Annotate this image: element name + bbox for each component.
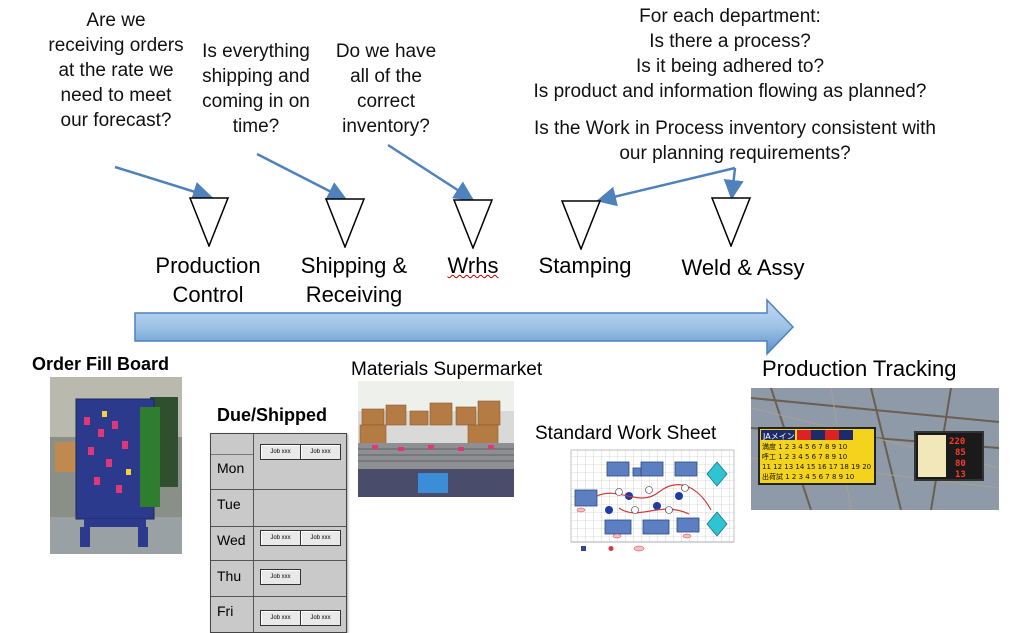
job-card: Job xxx (260, 610, 301, 626)
triangle-marker (561, 200, 601, 250)
dept-wrhs: Wrhs (440, 251, 506, 280)
day-label: Fri (217, 603, 234, 619)
caption-due-shipped: Due/Shipped (217, 405, 328, 425)
job-card: Job xxx (260, 444, 301, 460)
connector-arrow (723, 167, 744, 200)
flow-arrow (134, 298, 795, 356)
tracking-number: 13 (955, 470, 966, 480)
job-card: Job xxx (260, 569, 301, 585)
dept-line: Receiving (305, 282, 403, 307)
caption-materials-supermarket: Materials Supermarket (351, 359, 543, 380)
tracking-board-row: 呼工 1 2 3 4 5 6 7 8 9 10 (762, 452, 847, 461)
dept-line: Shipping & (300, 253, 408, 278)
connector-arrow (114, 165, 213, 202)
triangle-marker (189, 197, 229, 247)
day-label: Mon (217, 460, 245, 476)
triangle-marker (453, 199, 493, 249)
question-line: Is it being adhered to? (635, 56, 825, 77)
board-divider (211, 489, 346, 490)
dept-stamping: Stamping (538, 253, 632, 278)
job-card: Job xxx (260, 530, 301, 546)
tracking-number: 220 (949, 437, 965, 447)
connector-arrow (596, 166, 736, 207)
order-fill-board-photo (50, 377, 182, 554)
tracking-board-row: 満度 1 2 3 4 5 6 7 8 9 10 (762, 442, 847, 451)
dept-wrhs-label: Wrhs (447, 253, 499, 278)
question-line: For each department: (639, 6, 821, 27)
question-line: Is the Work in Process inventory consist… (534, 118, 936, 139)
board-divider (211, 560, 346, 561)
question-line: our planning requirements? (619, 143, 851, 164)
due-shipped-board: Mon Tue Wed Thu Fri Job xxx Job xxx Job … (210, 433, 347, 633)
tracking-number: 80 (955, 459, 966, 469)
dept-shipping-receiving: Shipping & Receiving (286, 251, 422, 309)
caption-standard-work-sheet: Standard Work Sheet (535, 423, 717, 444)
triangle-marker (325, 198, 365, 248)
dept-line: Production (155, 253, 261, 278)
dept-weld-assy: Weld & Assy (681, 255, 805, 280)
materials-supermarket-photo (358, 381, 514, 497)
tracking-number: 85 (955, 448, 966, 458)
dept-production-control: Production Control (138, 251, 278, 309)
question-shipping-time: Is everything shipping and coming in on … (202, 41, 310, 137)
question-order-rate: Are we receiving orders at the rate we n… (48, 10, 184, 131)
connector-arrow (256, 152, 348, 201)
day-label: Wed (217, 532, 246, 548)
triangle-marker (711, 197, 751, 247)
day-label: Tue (217, 496, 241, 512)
question-line: Is there a process? (649, 31, 811, 52)
day-label: Thu (217, 568, 242, 584)
standard-work-sheet (569, 448, 736, 556)
board-divider (211, 526, 346, 527)
connector-arrow (387, 143, 475, 201)
tracking-board-row: 出荷試 1 2 3 4 5 6 7 8 9 10 (762, 472, 854, 481)
question-wip-inventory: Is the Work in Process inventory consist… (500, 116, 970, 166)
tracking-board-row: 11 12 13 14 15 16 17 18 19 20 (762, 463, 871, 471)
dept-line: Control (172, 282, 244, 307)
job-card: Job xxx (300, 530, 341, 546)
production-tracking-photo: JAメイン 満度 1 2 3 4 5 6 7 8 9 10 呼工 1 2 3 4… (751, 388, 999, 510)
caption-order-fill-board: Order Fill Board (32, 354, 170, 374)
job-card: Job xxx (300, 444, 341, 460)
board-divider (211, 454, 253, 455)
question-department-process: For each department: Is there a process?… (500, 4, 960, 104)
question-line: Is product and information flowing as pl… (533, 81, 927, 102)
job-card: Job xxx (300, 610, 341, 626)
caption-production-tracking: Production Tracking (762, 356, 957, 381)
question-inventory: Do we have all of the correct inventory? (335, 41, 437, 137)
board-divider (253, 434, 254, 632)
board-divider (211, 596, 346, 597)
tracking-board-title: JAメイン (762, 432, 795, 441)
